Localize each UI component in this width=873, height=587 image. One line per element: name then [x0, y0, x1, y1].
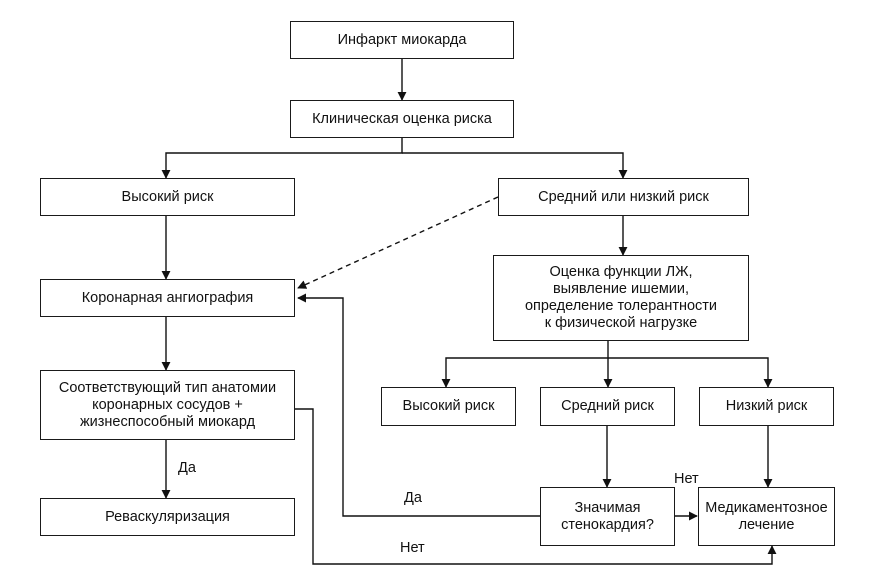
node-infarct: Инфаркт миокарда — [290, 21, 514, 59]
connector-lv-to-low — [608, 357, 773, 388]
node-high-risk-2: Высокий риск — [381, 387, 516, 426]
node-clinical-risk: Клиническая оценка риска — [290, 100, 514, 138]
node-anatomy: Соответствующий тип анатомии коронарных … — [40, 370, 295, 440]
node-high-risk: Высокий риск — [40, 178, 295, 216]
label-yes-angina: Да — [404, 490, 422, 506]
dashed-arrow-midlow-to-angiography — [297, 196, 499, 289]
node-medical-therapy: Медикаментозное лечение — [698, 487, 835, 546]
node-angiography: Коронарная ангиография — [40, 279, 295, 317]
node-low-risk-2: Низкий риск — [699, 387, 834, 426]
connector-angina-yes-to-angiography — [297, 293, 540, 517]
label-no-anatomy: Нет — [400, 540, 425, 556]
node-revascularization: Реваскуляризация — [40, 498, 295, 536]
connector-clinical-split — [161, 138, 403, 179]
label-yes-anatomy: Да — [178, 460, 196, 476]
node-angina: Значимая стенокардия? — [540, 487, 675, 546]
node-lv-assessment: Оценка функции ЛЖ, выявление ишемии, опр… — [493, 255, 749, 341]
node-mid-risk-2: Средний риск — [540, 387, 675, 426]
connector-lv-split — [441, 341, 609, 388]
connector-clinical-to-midlow — [402, 152, 628, 179]
label-no-angina: Нет — [674, 471, 699, 487]
connector-anatomy-no-to-medical — [295, 408, 777, 565]
node-mid-low-risk: Средний или низкий риск — [498, 178, 749, 216]
